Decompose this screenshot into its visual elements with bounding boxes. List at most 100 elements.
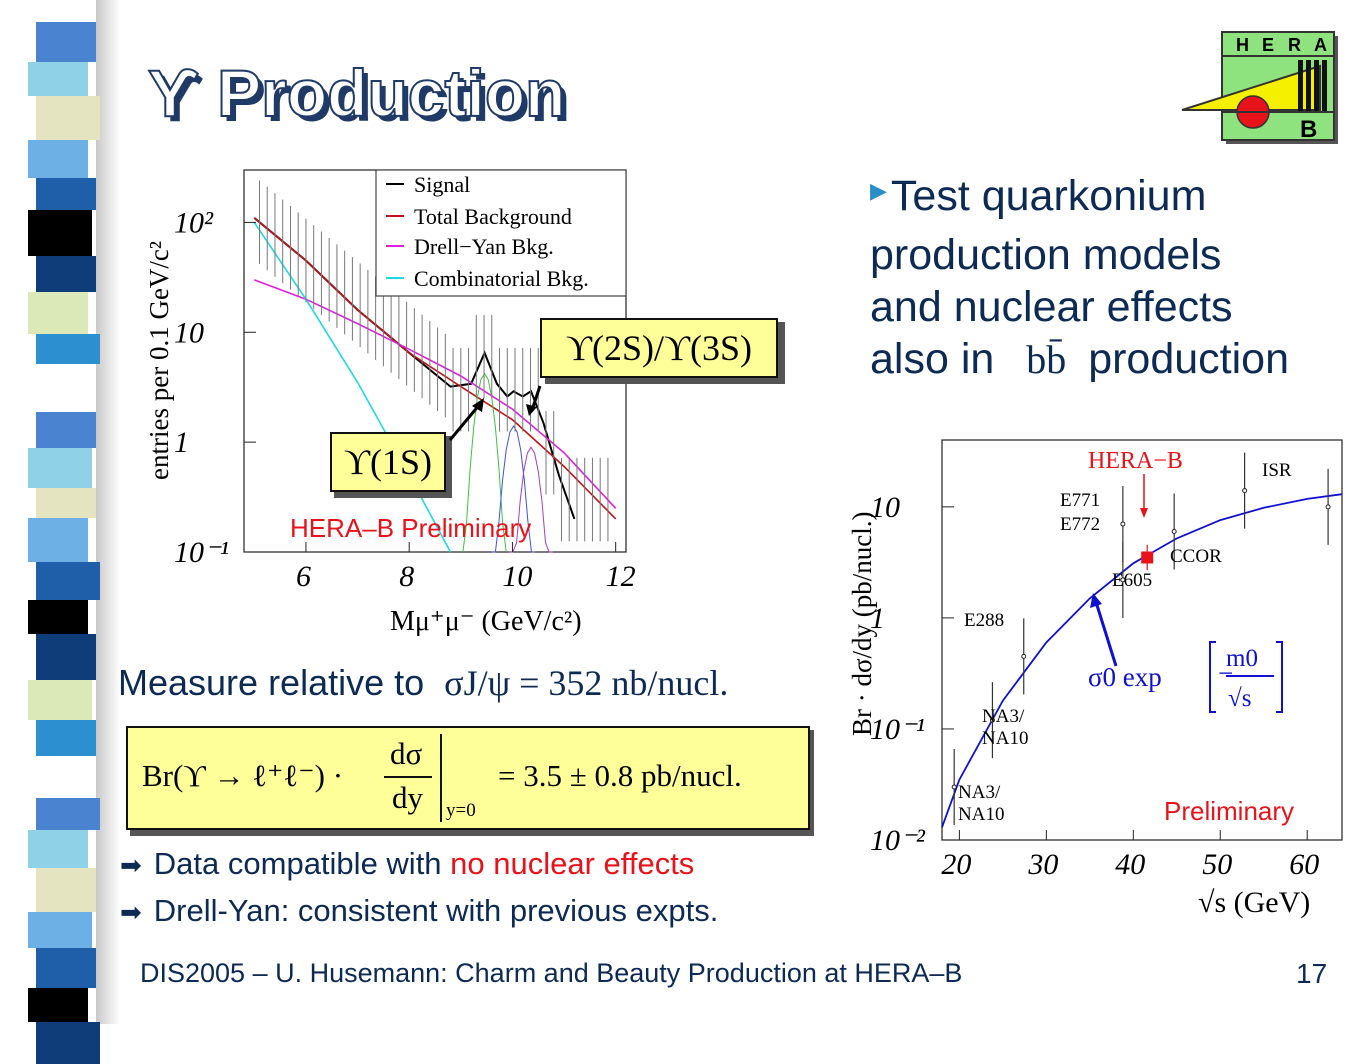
legend-entry: Drell−Yan Bkg. — [414, 234, 554, 259]
slide-title-shadow: ϒ Production — [153, 61, 571, 135]
x-tick-label: 20 — [941, 848, 971, 881]
strip-block — [28, 518, 88, 562]
data-point — [1141, 551, 1154, 564]
sub-bullet-text: Data compatible with — [153, 846, 442, 881]
fit-m0: m0 — [1226, 645, 1258, 672]
strip-block — [28, 988, 88, 1022]
fit-sqrt-s: √s — [1228, 685, 1251, 712]
point-label: E771 — [1060, 490, 1100, 511]
legend-entry: Total Background — [414, 204, 572, 229]
strip-block — [28, 292, 88, 334]
sub-bullet-1: ➡Data compatible with no nuclear effects — [120, 846, 694, 882]
bullet-line: Test quarkonium — [890, 172, 1207, 220]
legend-entry: Signal — [414, 172, 470, 197]
strip-block — [36, 634, 96, 680]
slide-title: ϒ Production — [147, 55, 566, 131]
y-axis-label: Br · dσ/dy (pb/nucl.) — [847, 511, 877, 736]
strip-block — [36, 948, 96, 988]
y-tick-label: 1 — [174, 426, 189, 459]
upsilon-2s3s-text: ϒ(2S)/ϒ(3S) — [566, 328, 752, 368]
evaluation-bar — [440, 734, 442, 822]
y-tick-label: 10⁻¹ — [174, 536, 229, 569]
strip-block — [36, 1022, 100, 1064]
point-label: E772 — [1060, 514, 1100, 535]
strip-block — [28, 680, 92, 720]
point-label: CCOR — [1170, 546, 1222, 567]
strip-block — [36, 720, 96, 756]
upsilon-2s3s-label: ϒ(2S)/ϒ(3S) — [540, 318, 778, 378]
strip-block — [36, 798, 100, 830]
result-den: dy — [392, 780, 423, 815]
result-lhs: Br(ϒ → ℓ⁺ℓ⁻) · — [142, 758, 344, 793]
y-tick-label: 10⁻² — [870, 824, 926, 857]
arrow-bullet-icon: ➡ — [120, 897, 142, 927]
strip-block — [36, 22, 96, 62]
point-label: NA10 — [982, 728, 1028, 749]
strip-block — [36, 334, 100, 364]
decorative-strip — [0, 0, 120, 1064]
data-point — [951, 784, 957, 790]
footer-text: DIS2005 – U. Husemann: Charm and Beauty … — [140, 958, 963, 988]
bullet-triangle-icon: ▶ — [870, 178, 887, 203]
logo-letter-b: B — [1300, 116, 1317, 143]
page-number: 17 — [1296, 958, 1328, 989]
logo-letter: H — [1236, 35, 1249, 55]
x-tick-label: 30 — [1027, 848, 1058, 881]
series-line — [253, 221, 452, 553]
preliminary-label: HERA–B Preliminary — [290, 513, 531, 543]
logo-letter: R — [1288, 35, 1301, 55]
x-tick-label: 12 — [606, 560, 636, 593]
point-label: NA3/ — [958, 782, 1001, 803]
preliminary-label: Preliminary — [1164, 796, 1294, 826]
sub-bullet-2: ➡ Drell-Yan: consistent with previous exp… — [120, 893, 718, 929]
strip-block — [28, 364, 88, 412]
peak-component — [462, 372, 507, 553]
data-point — [1120, 521, 1126, 527]
y-tick-label: 10 — [174, 316, 204, 349]
logo-letter: A — [1314, 35, 1327, 55]
point-label: NA10 — [958, 804, 1004, 825]
upsilon-1s-label: ϒ(1S) — [330, 432, 446, 492]
strip-block — [36, 868, 96, 912]
strip-block — [36, 256, 96, 292]
result-num: dσ — [390, 736, 423, 771]
main-bullet: ▶Test quarkonium production models and n… — [870, 170, 1350, 386]
strip-block — [36, 178, 96, 210]
x-axis-label: Mμ⁺μ⁻ (GeV/c²) — [390, 606, 582, 637]
strip-block — [36, 96, 100, 140]
strip-block — [36, 488, 96, 518]
strip-block — [28, 0, 92, 22]
strip-block — [28, 600, 88, 634]
result-box: Br(ϒ → ℓ⁺ℓ⁻) · dσ dy y=0 = 3.5 ± 0.8 pb/… — [126, 726, 810, 830]
result-cond: y=0 — [446, 800, 476, 821]
point-label: NA3/ — [982, 706, 1025, 727]
peak-component — [509, 446, 553, 553]
y-tick-label: 1 — [870, 602, 885, 635]
annotation-arrows — [448, 385, 542, 441]
data-point — [1242, 488, 1248, 494]
y-axis-label: entries per 0.1 GeV/c² — [144, 241, 174, 480]
sub-bullet-text: Drell-Yan: consistent with previous expt… — [153, 893, 719, 928]
strip-block — [28, 830, 88, 868]
bullet-line: production models — [870, 231, 1222, 279]
x-tick-label: 8 — [399, 560, 414, 593]
x-tick-label: 60 — [1289, 848, 1319, 881]
hera-b-logo: H E R A B — [1181, 31, 1338, 144]
strip-block — [28, 62, 88, 96]
strip-block — [36, 412, 96, 448]
peak-component — [491, 425, 536, 553]
series-line — [253, 217, 617, 520]
y-tick-label: 10 — [870, 491, 900, 524]
x-tick-label: 10 — [502, 560, 532, 593]
x-tick-label: 6 — [296, 560, 311, 593]
measure-label: Measure relative to σJ/ψ = 352 nb/nucl. — [118, 662, 728, 704]
fraction-bar — [384, 776, 432, 778]
point-label: E605 — [1112, 570, 1152, 591]
y-tick-label: 10⁻¹ — [870, 713, 925, 746]
strip-block — [28, 912, 92, 948]
arrow-bullet-icon: ➡ — [120, 850, 142, 880]
x-tick-label: 50 — [1202, 848, 1232, 881]
fit-curve — [941, 493, 1343, 828]
